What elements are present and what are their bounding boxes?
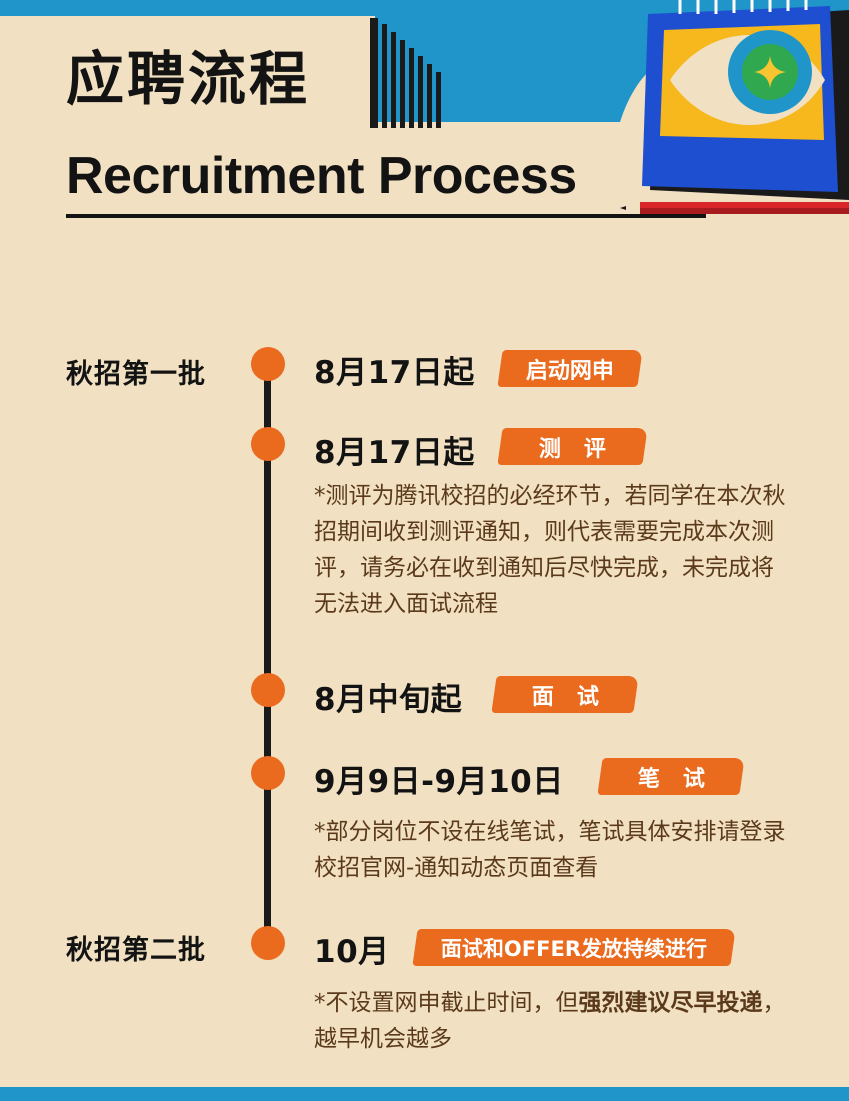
timeline-dot bbox=[251, 756, 285, 790]
title-underline bbox=[66, 214, 706, 218]
step-date: 9月9日-9月10日 bbox=[314, 756, 564, 801]
calendar-eye-icon bbox=[620, 0, 849, 222]
step-note: *不设置网申截止时间，但强烈建议尽早投递，越早机会越多 bbox=[314, 985, 794, 1057]
timeline-dot bbox=[251, 347, 285, 381]
step-tag: 面 试 bbox=[491, 676, 638, 713]
page-title-chinese: 应聘流程 bbox=[66, 50, 310, 108]
step-tag: 笔 试 bbox=[597, 758, 744, 795]
step-date: 8月中旬起 bbox=[314, 674, 462, 719]
note-emphasis: 强烈建议尽早投递 bbox=[579, 990, 763, 1016]
step-date: 8月17日起 bbox=[314, 347, 475, 392]
step-tag: 启动网申 bbox=[497, 350, 642, 387]
step-note: *部分岗位不设在线笔试，笔试具体安排请登录校招官网-通知动态页面查看 bbox=[314, 814, 794, 886]
timeline-dot bbox=[251, 427, 285, 461]
stripes-decoration bbox=[370, 18, 450, 128]
step-note: *测评为腾讯校招的必经环节，若同学在本次秋招期间收到测评通知，则代表需要完成本次… bbox=[314, 478, 794, 622]
batch-label-first: 秋招第一批 bbox=[66, 352, 206, 391]
batch-label-second: 秋招第二批 bbox=[66, 928, 206, 967]
step-tag: 测 评 bbox=[497, 428, 647, 465]
footer-blue-band bbox=[0, 1087, 849, 1101]
timeline-dot bbox=[251, 673, 285, 707]
pencil-icon bbox=[620, 202, 849, 214]
step-date: 10月 bbox=[314, 926, 390, 971]
step-date: 8月17日起 bbox=[314, 427, 475, 472]
page-title-english: Recruitment Process bbox=[66, 150, 577, 202]
timeline-dot bbox=[251, 926, 285, 960]
step-tag: 面试和OFFER发放持续进行 bbox=[412, 929, 735, 966]
